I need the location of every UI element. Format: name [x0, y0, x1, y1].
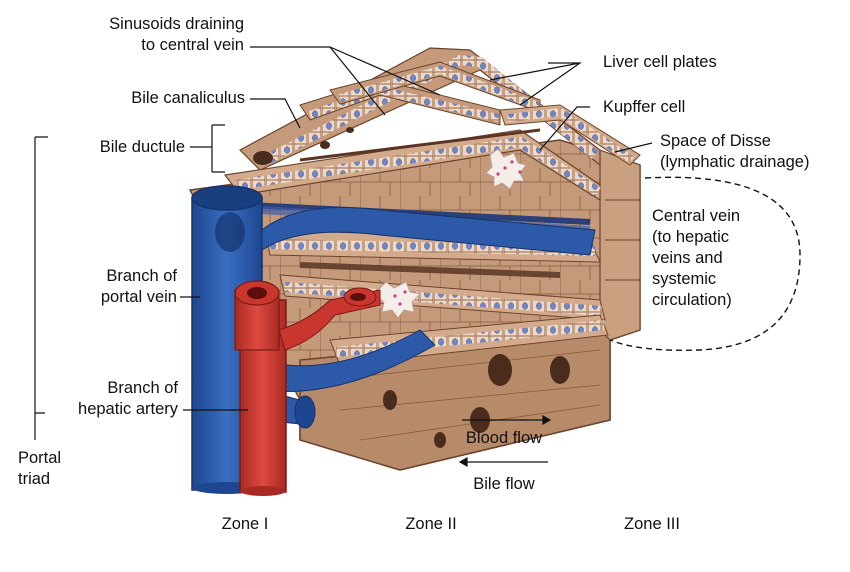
- portal-vein-label-line2: portal vein: [100, 288, 177, 306]
- central-vein-label-line5: circulation): [652, 291, 732, 309]
- portal-triad-label-line1: Portal: [18, 449, 62, 467]
- central-vein-label-line1: Central vein: [652, 207, 741, 225]
- bile-flow-label: Bile flow: [473, 475, 535, 493]
- central-vein-label-line4: systemic: [652, 270, 717, 288]
- sinusoids-label-line1: Sinusoids draining: [109, 15, 244, 33]
- central-vein-label-line3: veins and: [652, 249, 723, 267]
- zone-1-label: Zone I: [221, 515, 269, 533]
- kupffer-cell: [375, 148, 527, 319]
- central-vein-label-line2: (to hepatic: [652, 228, 730, 246]
- space-of-disse-label-line2: (lymphatic drainage): [660, 153, 810, 171]
- space-of-disse-label: Space of Disse (lymphatic drainage): [660, 131, 809, 173]
- portal-triad-label-line2: triad: [18, 470, 51, 488]
- hepatic-artery: [234, 280, 381, 496]
- sinusoids-label: Sinusoids draining to central vein: [58, 14, 244, 56]
- liver-cell-plates-label: Liver cell plates: [603, 53, 717, 71]
- blood-flow-label: Blood flow: [465, 429, 543, 447]
- bile-ductule-label: Bile ductule: [99, 138, 185, 156]
- leader-lines: [34, 46, 653, 468]
- portal-triad-label: Portal triad: [18, 448, 78, 490]
- space-of-disse-label-line1: Space of Disse: [660, 132, 771, 150]
- zone-2-label: Zone II: [405, 515, 457, 533]
- portal-vein-label-line1: Branch of: [106, 267, 177, 285]
- sinusoids-label-line2: to central vein: [141, 36, 244, 54]
- zone-3-label: Zone III: [624, 515, 680, 533]
- hepatic-artery-label-line2: hepatic artery: [78, 400, 178, 418]
- hepatic-artery-label: Branch of hepatic artery: [40, 378, 178, 420]
- kupffer-cell-label: Kupffer cell: [603, 98, 686, 116]
- bile-canaliculus-label: Bile canaliculus: [131, 89, 245, 107]
- central-vein-end: [599, 149, 641, 341]
- portal-vein-label: Branch of portal vein: [60, 266, 177, 308]
- central-vein-label: Central vein (to hepatic veins and syste…: [652, 206, 740, 311]
- hepatic-artery-label-line1: Branch of: [107, 379, 178, 397]
